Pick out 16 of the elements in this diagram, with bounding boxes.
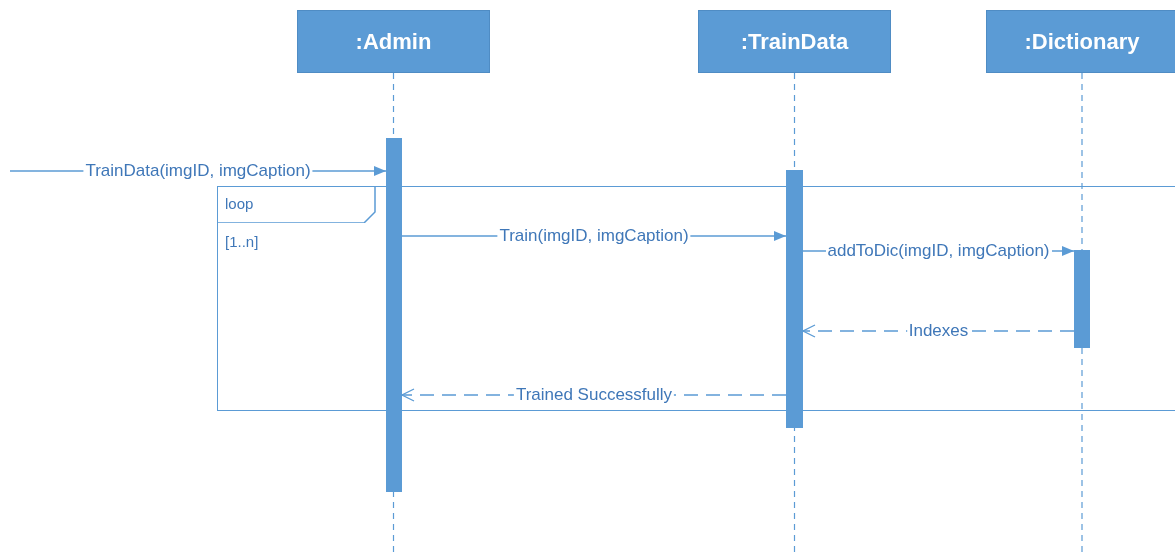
activation-bar (1073, 249, 1090, 348)
activation-bar (786, 170, 803, 428)
participant-name: :TrainData (740, 28, 849, 55)
edge-label: Trained Successfully (513, 385, 675, 405)
participant-name: :Admin (355, 28, 432, 55)
frame-operator: loop (225, 195, 254, 212)
edge-label: Train(imgID, imgCaption) (497, 226, 691, 246)
edge-label: TrainData(imgID, imgCaption) (83, 161, 313, 181)
participant-box (297, 10, 490, 73)
guard-condition: [1..n] (225, 233, 259, 250)
loop-frame (217, 186, 1175, 411)
participant-box (698, 10, 891, 73)
participant-name: :Dictionary (1024, 28, 1140, 55)
activation-bar (386, 138, 402, 492)
participant-box (986, 10, 1175, 73)
edge-label: addToDic(imgID, imgCaption) (825, 241, 1052, 261)
